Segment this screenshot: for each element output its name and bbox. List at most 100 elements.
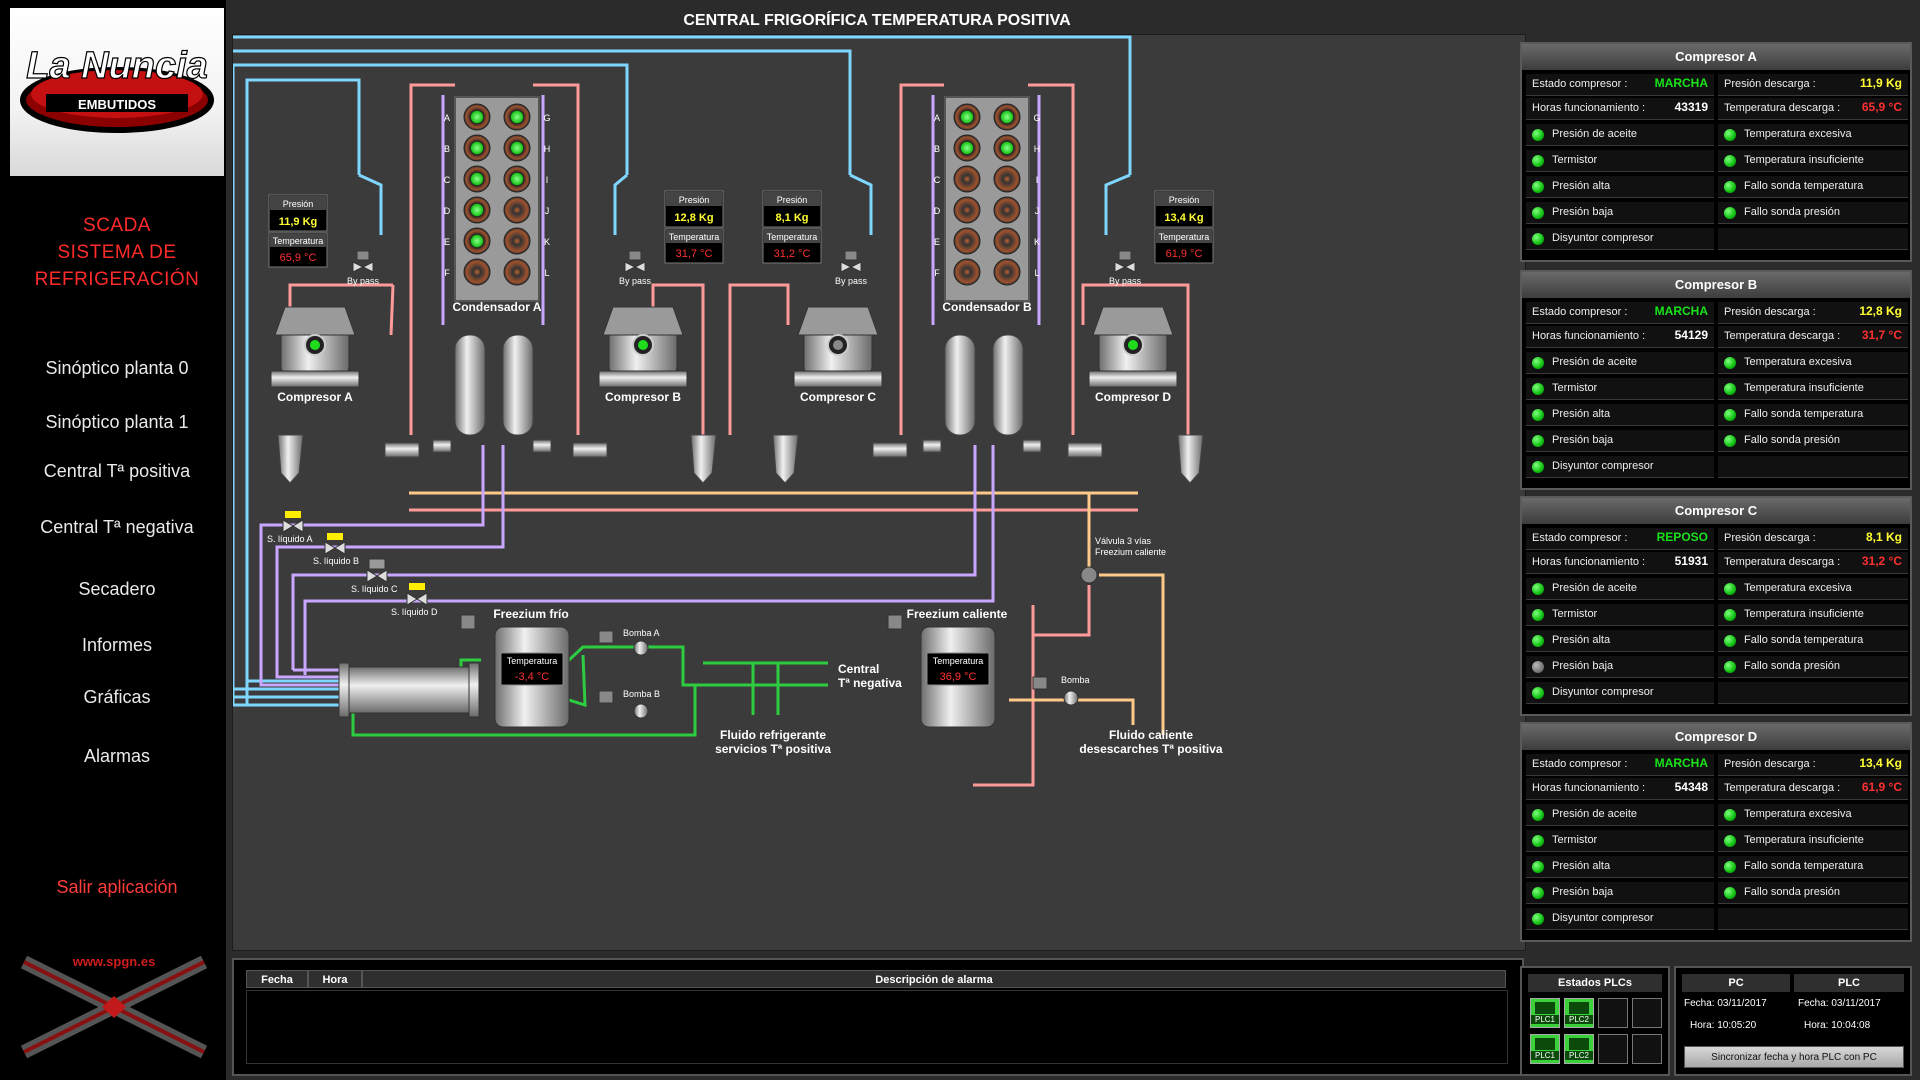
plc-label: PLC2 [1565,1051,1593,1060]
pdesc-cell: Presión descarga :8,1 Kg [1718,528,1908,550]
pdesc-value: 12,8 Kg [1859,304,1902,318]
alarm-col-description[interactable]: Descripción de alarma [362,970,1506,988]
alarm-label: Fallo sonda presión [1744,660,1840,672]
condenser-fan-icon [504,135,530,161]
compressor-a[interactable]: Compresor ABy passPresión11,9 KgTemperat… [269,195,380,404]
alarm-label: Temperatura excesiva [1744,582,1852,594]
pressure-label: Presión [679,195,710,205]
status-led-icon [1532,435,1544,447]
developer-url: www.spgn.es [72,954,156,969]
alarm-label: Presión de aceite [1552,356,1637,368]
alarm-label: Fallo sonda presión [1744,206,1840,218]
alarm-row: Presión baja [1526,430,1714,452]
alarm-label: Presión alta [1552,860,1610,872]
status-led-icon [1724,609,1736,621]
nav-informes[interactable]: Informes [10,635,224,656]
sync-clock-button[interactable]: Sincronizar fecha y hora PLC con PC [1684,1046,1904,1068]
alarm-row: Presión alta [1526,404,1714,426]
condenser-fan-icon [994,166,1020,192]
refrigeration-schematic: AGBHCIDJEKFL Condensador A AGBHCIDJEKFL … [233,35,1525,950]
nav-central-positiva[interactable]: Central Tª positiva [10,461,224,482]
status-led-icon [1532,609,1544,621]
temperature-label: Temperatura [669,232,720,242]
pdesc-cell: Presión descarga :12,8 Kg [1718,302,1908,324]
nav-sinoptico-planta-1[interactable]: Sinóptico planta 1 [10,412,224,433]
fluido-caliente-label: Fluido caliente [1109,728,1193,742]
state-value: MARCHA [1655,756,1708,770]
pressure-value: 11,9 Kg [279,216,318,228]
state-cell: Estado compresor :MARCHA [1526,302,1714,324]
alarm-label: Fallo sonda temperatura [1744,180,1863,192]
hours-label: Horas funcionamiento : [1532,330,1645,342]
hours-cell: Horas funcionamiento :51931 [1526,552,1714,574]
status-led-icon [1532,887,1544,899]
alarm-row: Termistor [1526,378,1714,400]
valve-liquid-b[interactable]: S. líquido B [313,533,359,566]
fan-row-label: A [934,113,940,123]
fan-row-label: C [444,175,451,185]
alarm-label: Termistor [1552,382,1597,394]
fan-row-label: G [543,113,550,123]
developer-logo[interactable]: www.spgn.es [14,952,214,1062]
alarm-label: Presión alta [1552,180,1610,192]
plc-date: Fecha: 03/11/2017 [1798,998,1881,1009]
alarm-row: Temperatura excesiva [1718,578,1908,600]
temperature-value: 31,2 °C [774,248,811,260]
alarm-label: Temperatura excesiva [1744,808,1852,820]
nav-alarmas[interactable]: Alarmas [10,746,224,767]
fan-row-label: H [1034,144,1041,154]
status-led-icon [1724,129,1736,141]
fan-row-label: I [546,175,549,185]
bypass-label: By pass [1109,276,1142,286]
compressor-c[interactable]: Compresor CBy passPresión8,1 KgTemperatu… [763,191,882,404]
condenser-fan-icon [954,228,980,254]
nav-graficas[interactable]: Gráficas [10,687,224,708]
alarm-col-time[interactable]: Hora [308,970,362,988]
nav-sinoptico-planta-0[interactable]: Sinóptico planta 0 [10,358,224,379]
hot-pump-label: Bomba [1061,675,1090,685]
nav-secadero[interactable]: Secadero [10,579,224,600]
alarm-row: Termistor [1526,150,1714,172]
state-value: MARCHA [1655,304,1708,318]
alarm-row: Fallo sonda presión [1718,656,1908,678]
hours-cell: Horas funcionamiento :43319 [1526,98,1714,120]
status-led-icon [1532,357,1544,369]
condenser-fan-icon [954,197,980,223]
alarm-label: Termistor [1552,608,1597,620]
fan-row-label: K [544,237,550,247]
alarm-col-date[interactable]: Fecha [246,970,308,988]
alarm-label: Presión de aceite [1552,808,1637,820]
nav-central-negativa[interactable]: Central Tª negativa [10,517,224,538]
compressor-d[interactable]: Compresor DBy passPresión13,4 KgTemperat… [1089,191,1213,404]
state-label: Estado compresor : [1532,532,1627,544]
alarm-row: Fallo sonda presión [1718,202,1908,224]
condenser-fan-icon [994,135,1020,161]
pc-date: Fecha: 03/11/2017 [1684,998,1767,1009]
pressure-value: 13,4 Kg [1164,212,1203,224]
exit-button[interactable]: Salir aplicación [10,877,224,898]
tdesc-value: 61,9 °C [1862,780,1902,794]
scada-title-line: SCADA [10,212,224,239]
status-led-icon [1532,583,1544,595]
compressor-panel-title: Compresor C [1522,498,1910,524]
alarm-row: Fallo sonda temperatura [1718,404,1908,426]
alarm-label: Disyuntor compresor [1552,232,1653,244]
compressor-label: Compresor A [277,390,353,404]
tdesc-cell: Temperatura descarga :61,9 °C [1718,778,1908,800]
valve-liquid-a[interactable]: S. líquido A [267,511,313,544]
alarm-list[interactable] [246,990,1508,1064]
alarm-row: Termistor [1526,604,1714,626]
tdesc-value: 31,2 °C [1862,554,1902,568]
tdesc-label: Temperatura descarga : [1724,556,1840,568]
plc-icon [1569,1038,1589,1050]
status-led-icon [1724,181,1736,193]
alarm-table[interactable]: Fecha Hora Descripción de alarma [232,958,1524,1076]
tdesc-label: Temperatura descarga : [1724,102,1840,114]
alarm-label: Disyuntor compresor [1552,686,1653,698]
condenser-fan-icon [504,166,530,192]
alarm-label: Termistor [1552,154,1597,166]
alarm-label: Disyuntor compresor [1552,460,1653,472]
alarm-row: Temperatura insuficiente [1718,150,1908,172]
alarm-row: Fallo sonda presión [1718,430,1908,452]
status-led-icon [1532,809,1544,821]
